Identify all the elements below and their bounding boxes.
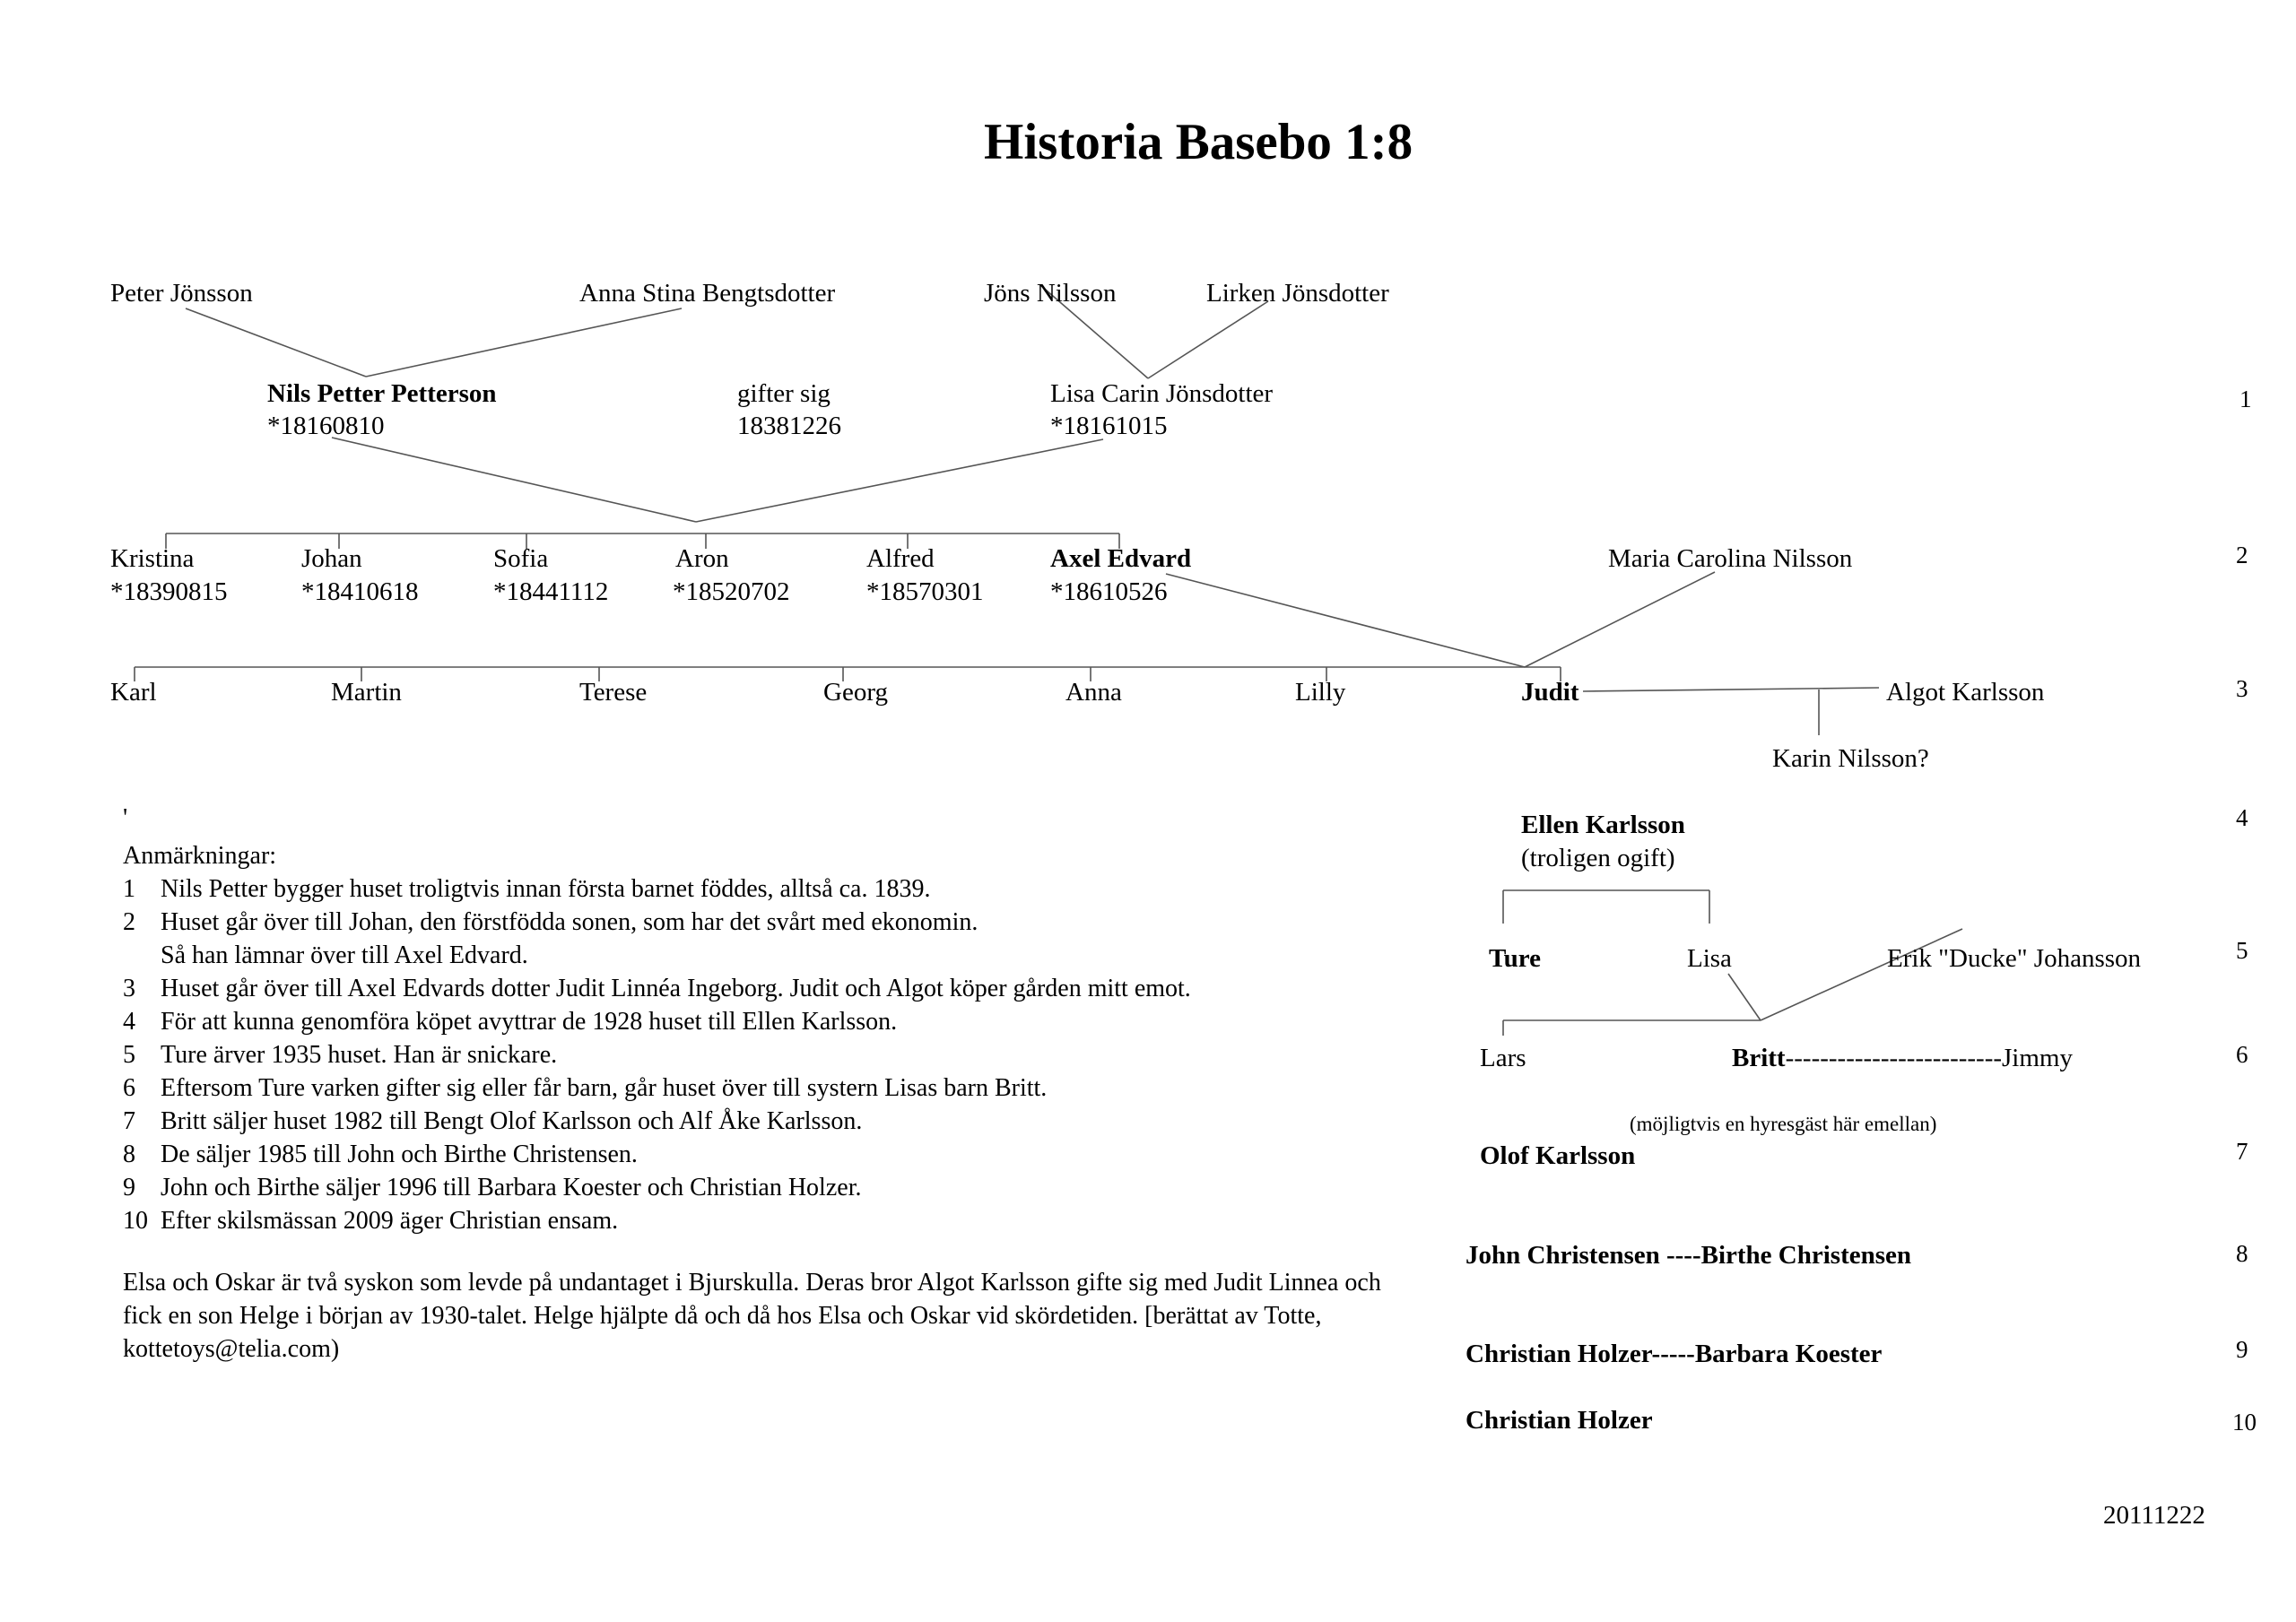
line-lisacarin-children xyxy=(695,438,1104,523)
person-algot-karlsson: Algot Karlsson xyxy=(1886,678,2045,707)
row-number: 6 xyxy=(2236,1041,2248,1068)
line-lirken-lisacarin xyxy=(1147,300,1269,379)
row-number: 5 xyxy=(2236,937,2248,964)
line-maria-grandchildren xyxy=(1524,571,1716,668)
grandchild-name: Anna xyxy=(1065,678,1122,707)
grandchild-name: Karl xyxy=(110,678,157,707)
grandchild-name: Lilly xyxy=(1295,678,1346,707)
child-name: Sofia xyxy=(493,544,549,573)
child-name: Aron xyxy=(675,544,729,573)
person-maria-carolina-nilsson: Maria Carolina Nilsson xyxy=(1608,544,1853,573)
person-olof-karlsson: Olof Karlsson xyxy=(1480,1141,1636,1170)
child-name: Alfred xyxy=(866,544,935,573)
row-number: 7 xyxy=(2236,1138,2248,1165)
ellen-note: (troligen ogift) xyxy=(1521,844,1675,872)
marriage-date: 18381226 xyxy=(737,412,841,440)
notes-heading: Anmärkningar: xyxy=(123,842,277,870)
child-name: Kristina xyxy=(110,544,195,573)
birth-date-nils: *18160810 xyxy=(267,412,385,440)
grandchild-name: Georg xyxy=(823,678,888,707)
child-birth-date: *18410618 xyxy=(301,577,419,606)
person-ellen-karlsson: Ellen Karlsson xyxy=(1521,811,1685,839)
row-number: 1 xyxy=(2239,386,2252,412)
person-erik-johansson: Erik "Ducke" Johansson xyxy=(1887,944,2142,973)
person-karin-nilsson: Karin Nilsson? xyxy=(1772,744,1929,773)
person-britt: Britt xyxy=(1732,1044,1786,1072)
person-lars: Lars xyxy=(1480,1044,1526,1072)
person-peter-jonsson: Peter Jönsson xyxy=(110,279,253,308)
row-number: 4 xyxy=(2236,804,2248,831)
britt-jimmy-link: -------------------------Jimmy xyxy=(1785,1044,2073,1072)
note-line: Så han lämnar över till Axel Edvard. xyxy=(161,941,528,969)
row-number: 3 xyxy=(2236,675,2248,702)
child-name-axel-edvard: Axel Edvard xyxy=(1050,544,1192,573)
person-lisa-carin-jonsdotter: Lisa Carin Jönsdotter xyxy=(1050,379,1274,408)
stray-tick-mark: ' xyxy=(123,803,128,832)
grandchild-name-judit: Judit xyxy=(1521,678,1579,707)
grandchild-name: Terese xyxy=(579,678,648,707)
child-birth-date: *18520702 xyxy=(673,577,790,606)
marriage-label: gifter sig xyxy=(737,379,831,408)
birth-date-lisa-carin: *18161015 xyxy=(1050,412,1168,440)
person-lisa: Lisa xyxy=(1687,944,1732,973)
line-lisa-britt xyxy=(1727,973,1761,1021)
line-axel-grandchildren xyxy=(1165,573,1526,668)
page-title: Historia Basebo 1:8 xyxy=(984,114,1413,170)
line-erik-britt xyxy=(1760,928,1963,1021)
line-nils-children xyxy=(331,437,697,523)
child-birth-date: *18610526 xyxy=(1050,577,1168,606)
person-jons-nilsson: Jöns Nilsson xyxy=(984,279,1117,308)
child-birth-date: *18570301 xyxy=(866,577,984,606)
line-jons-lisacarin xyxy=(1039,284,1149,379)
story-paragraph: Elsa och Oskar är två syskon som levde p… xyxy=(123,1269,1381,1363)
owners-christian-barbara: Christian Holzer-----Barbara Koester xyxy=(1465,1340,1883,1368)
person-lirken-jonsdotter: Lirken Jönsdotter xyxy=(1206,279,1389,308)
grandchild-name: Martin xyxy=(331,678,402,707)
person-anna-stina-bengtsdotter: Anna Stina Bengtsdotter xyxy=(579,279,836,308)
owners-john-birthe: John Christensen ----Birthe Christensen xyxy=(1465,1241,1912,1270)
line-peter-nils xyxy=(185,308,367,377)
row-number: 2 xyxy=(2236,542,2248,568)
date-stamp: 20111222 xyxy=(2103,1501,2205,1530)
row-number: 10 xyxy=(2232,1409,2257,1436)
child-name: Johan xyxy=(301,544,362,573)
row-number: 8 xyxy=(2236,1240,2248,1267)
line-judit-algot xyxy=(1582,687,1880,692)
child-birth-date: *18390815 xyxy=(110,577,228,606)
person-nils-petter-petterson: Nils Petter Petterson xyxy=(267,379,497,408)
owner-christian-holzer: Christian Holzer xyxy=(1465,1406,1653,1435)
tenant-note: (möjligtvis en hyresgäst här emellan) xyxy=(1630,1113,1937,1135)
child-birth-date: *18441112 xyxy=(493,577,609,606)
person-britt-jimmy: Britt-------------------------Jimmy xyxy=(1732,1043,2073,1073)
line-annastina-nils xyxy=(365,308,683,377)
person-ture: Ture xyxy=(1489,944,1542,973)
row-number: 9 xyxy=(2236,1336,2248,1363)
